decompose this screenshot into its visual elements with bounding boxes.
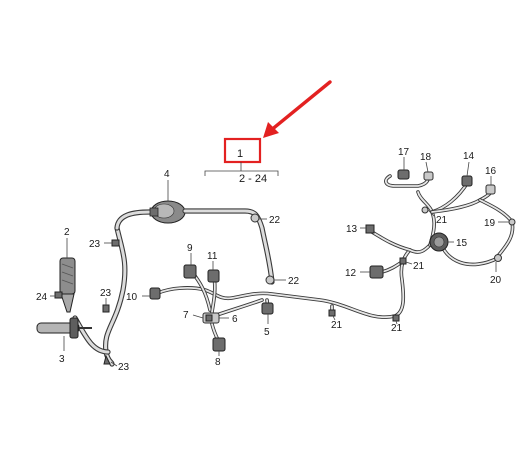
clip-22-top [250, 213, 260, 223]
label-23-mid: 23 [100, 288, 112, 299]
clip-21-right [421, 206, 429, 214]
label-21-right: 21 [436, 215, 448, 226]
part-labels: 2 3 4 5 6 7 8 9 10 11 12 13 14 15 16 17 … [36, 147, 502, 373]
label-21-mid: 21 [413, 261, 425, 272]
part-16-connector [485, 184, 496, 195]
clip-23-left [111, 239, 120, 247]
connector-12 [369, 265, 384, 279]
label-23-left: 23 [89, 239, 101, 250]
label-10: 10 [126, 292, 138, 303]
label-3: 3 [59, 354, 65, 365]
label-16: 16 [485, 166, 497, 177]
label-20: 20 [490, 275, 502, 286]
range-bracket [204, 162, 279, 176]
part-3-pipe [36, 317, 92, 339]
label-18: 18 [420, 152, 432, 163]
highlight-box [223, 137, 262, 164]
vacuum-hose-upper [182, 208, 275, 285]
label-13: 13 [346, 224, 358, 235]
clip-22-mid [265, 275, 275, 285]
label-12: 12 [345, 268, 357, 279]
part-2-check-valve [59, 257, 76, 313]
connector-10 [149, 287, 161, 300]
clip-21-bottom-right [392, 314, 400, 322]
connector-13 [365, 224, 375, 234]
label-6: 6 [232, 314, 238, 325]
connector-9 [183, 264, 197, 279]
leader-lines [50, 157, 509, 367]
part-15-grommet [429, 232, 449, 252]
clip-24 [54, 291, 63, 299]
vacuum-hose [72, 209, 153, 367]
label-14: 14 [463, 151, 475, 162]
clip-21-mid [399, 257, 407, 265]
part-17-sensor [397, 169, 410, 180]
label-7: 7 [183, 310, 189, 321]
label-19: 19 [484, 218, 496, 229]
label-22-mid: 22 [288, 276, 300, 287]
connector-8 [212, 337, 226, 352]
label-4: 4 [164, 169, 170, 180]
connector-5 [261, 302, 274, 315]
label-1: 1 [237, 148, 243, 160]
clip-19 [508, 218, 516, 226]
clip-21-bottom-left [328, 309, 336, 317]
label-15: 15 [456, 238, 468, 249]
connector-11 [207, 269, 220, 283]
label-22-top: 22 [269, 215, 281, 226]
label-2: 2 [64, 227, 70, 238]
clip-20 [494, 254, 502, 262]
label-9: 9 [187, 243, 193, 254]
connector-6-7 [202, 312, 220, 324]
label-21-bottom-left: 21 [331, 320, 343, 331]
range-label: 2 - 24 [239, 173, 267, 185]
clip-23-bottom [103, 354, 111, 365]
label-24: 24 [36, 292, 48, 303]
label-5: 5 [264, 327, 270, 338]
clip-23-mid [102, 304, 110, 313]
part-14-connector [461, 175, 473, 187]
label-17: 17 [398, 147, 410, 158]
label-21-bottom-right: 21 [391, 323, 403, 334]
part-4-reservoir [149, 200, 186, 224]
label-23-bottom: 23 [118, 362, 130, 373]
label-8: 8 [215, 357, 221, 368]
label-11: 11 [207, 251, 218, 262]
part-18-connector [423, 171, 434, 181]
highlight-arrow [263, 80, 332, 138]
